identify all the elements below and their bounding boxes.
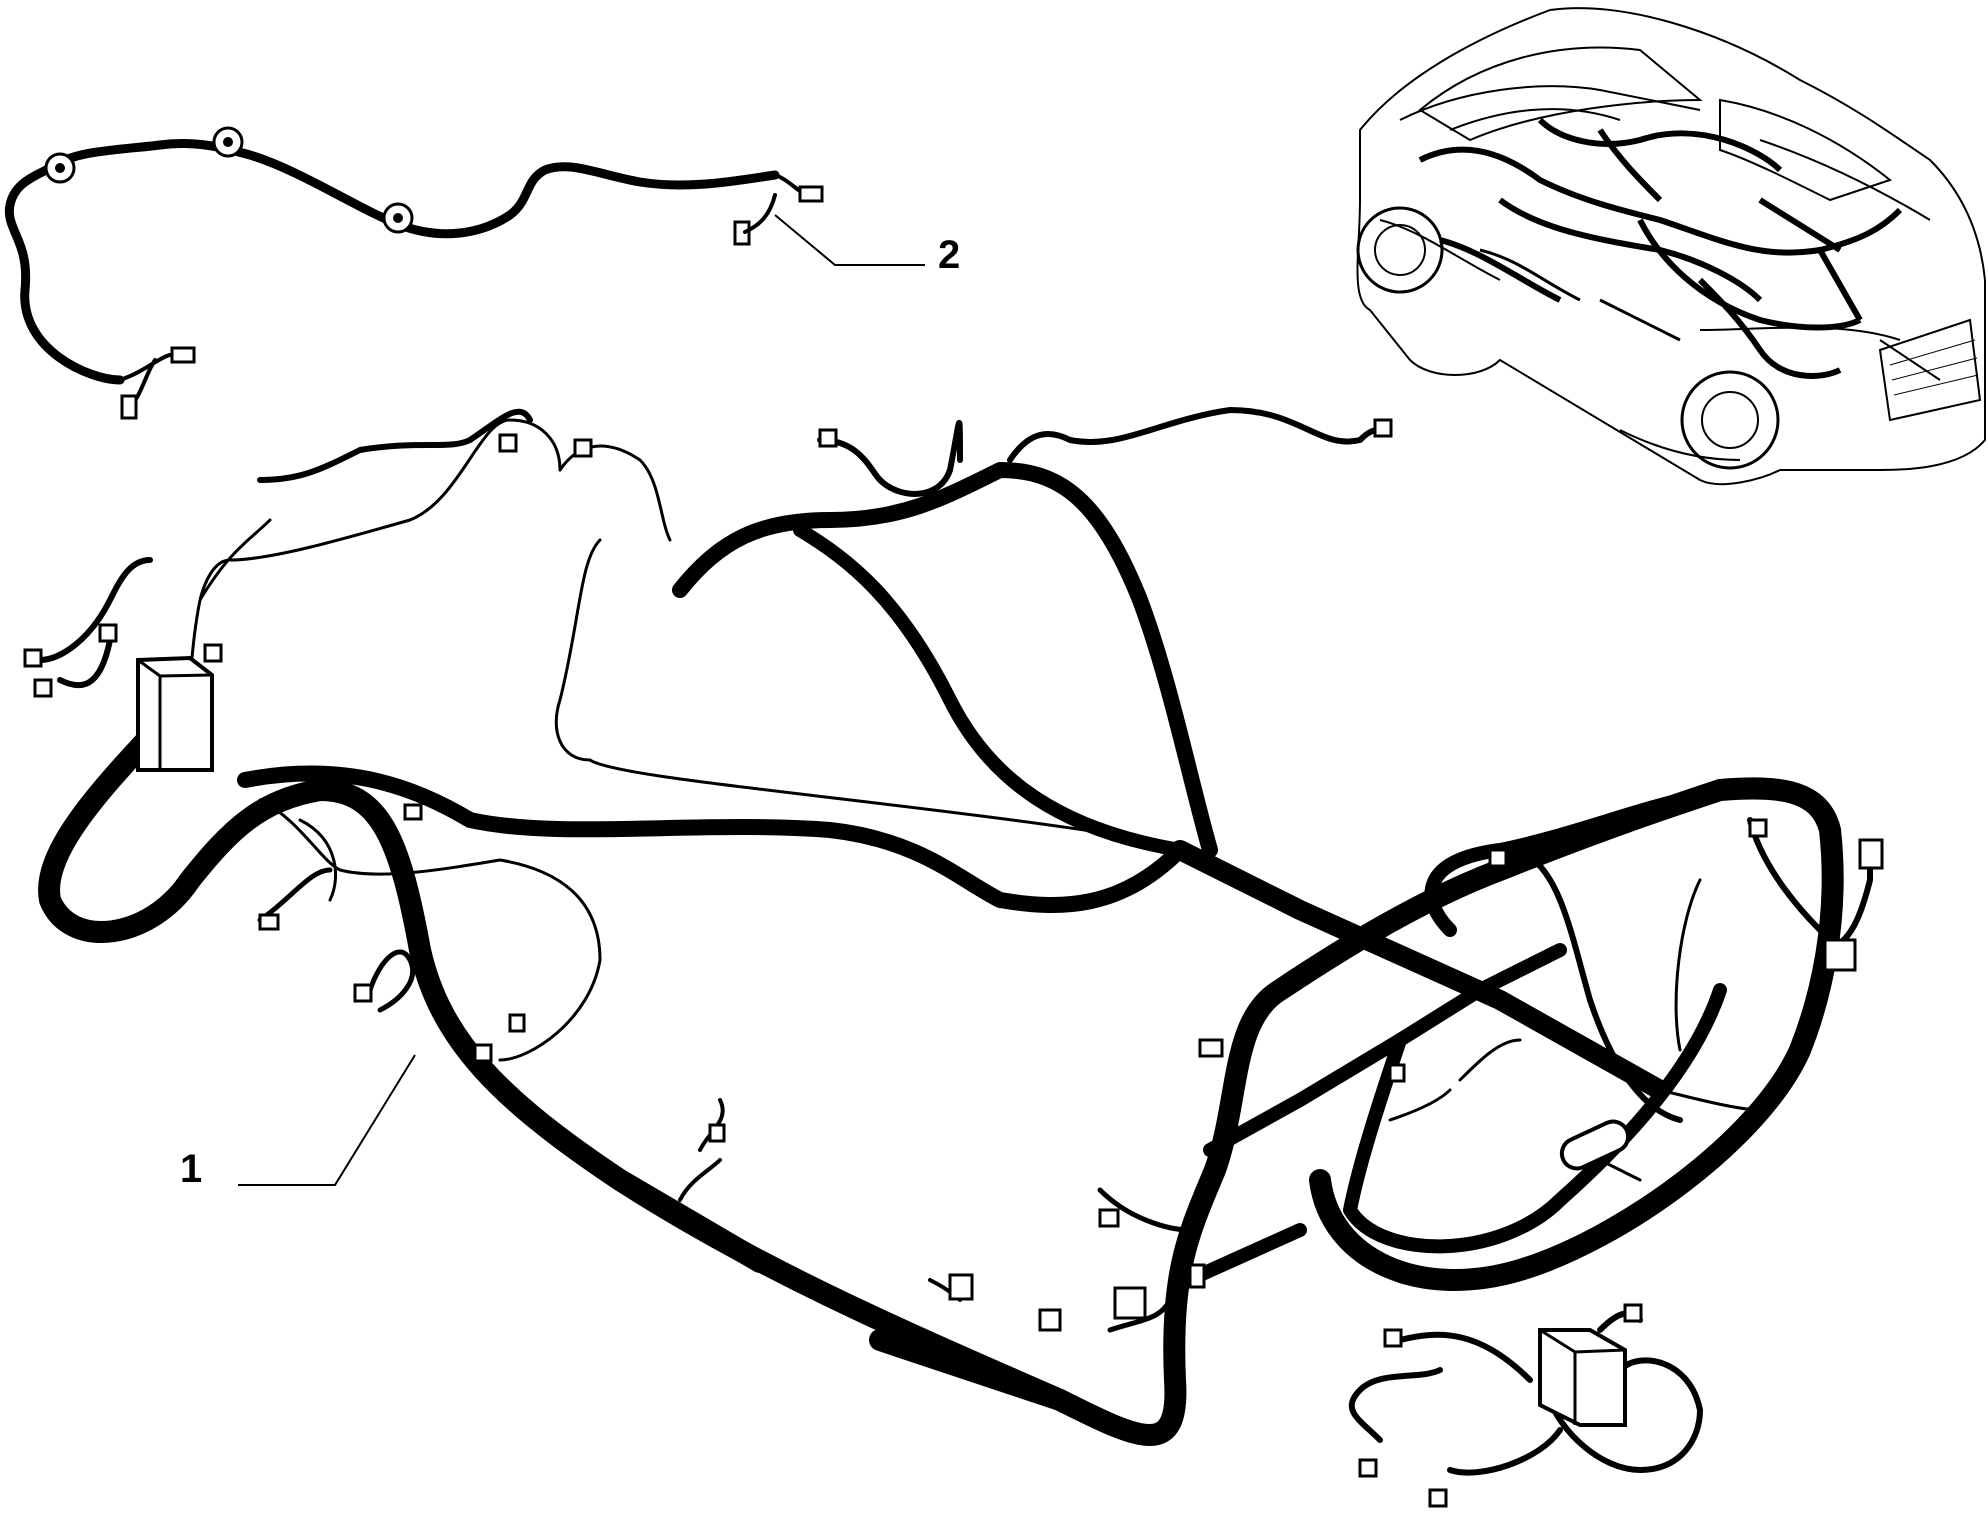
connector-icon [170,346,196,364]
connector-icon [473,1043,493,1063]
connector-icon [798,185,824,203]
connector-icon [1748,818,1768,838]
connector-icon [1623,1303,1643,1323]
callout-label-1: 1 [180,1147,202,1191]
connector-icon [23,648,43,668]
grommet-icon [382,202,414,234]
connector-icon [1488,848,1508,868]
connector-icon [120,394,138,420]
callout-2: 2 [774,214,960,277]
connector-icon [258,913,280,931]
connector-icon [1858,838,1884,870]
connector-icon [708,1123,726,1143]
connector-icon [33,678,53,698]
grommet-icon [1113,1286,1147,1320]
connector-icon [203,643,223,663]
connector-icon [1823,938,1857,972]
connector-icon [1198,1038,1224,1058]
connector-icon [403,803,423,821]
connector-icon [1383,1328,1403,1348]
sleeve-segments [609,1169,1071,1411]
connector-icon [1098,1208,1120,1228]
connector-icon [98,623,118,643]
connector-icon [1428,1488,1448,1508]
connector-icon [1373,418,1393,438]
connector-icon [1188,1263,1206,1289]
connector-icon [353,983,373,1003]
connector-icon [733,220,751,246]
connector-icon [498,433,518,453]
car-overview-inset [1356,7,1986,486]
grommet-icon [44,152,76,184]
harness-part-2 [4,126,824,420]
junction-box-icon [1538,1328,1627,1427]
junction-box-icon [136,655,214,772]
connector-icon [818,428,838,448]
harness-part-1 [23,407,1884,1508]
connector-icon [1388,1063,1406,1083]
connector-icon [508,1013,526,1033]
grommet-icon [212,126,244,158]
connector-icon [573,438,593,458]
callout-1: 1 [180,1054,416,1191]
connector-icon [1358,1458,1378,1478]
cylinder-component-icon [1559,1119,1631,1171]
wire-branches [37,408,1873,1333]
callout-label-2: 2 [938,233,960,277]
connector-icon [948,1273,974,1301]
connectors [23,418,1884,1508]
connector-icon [1038,1308,1062,1332]
